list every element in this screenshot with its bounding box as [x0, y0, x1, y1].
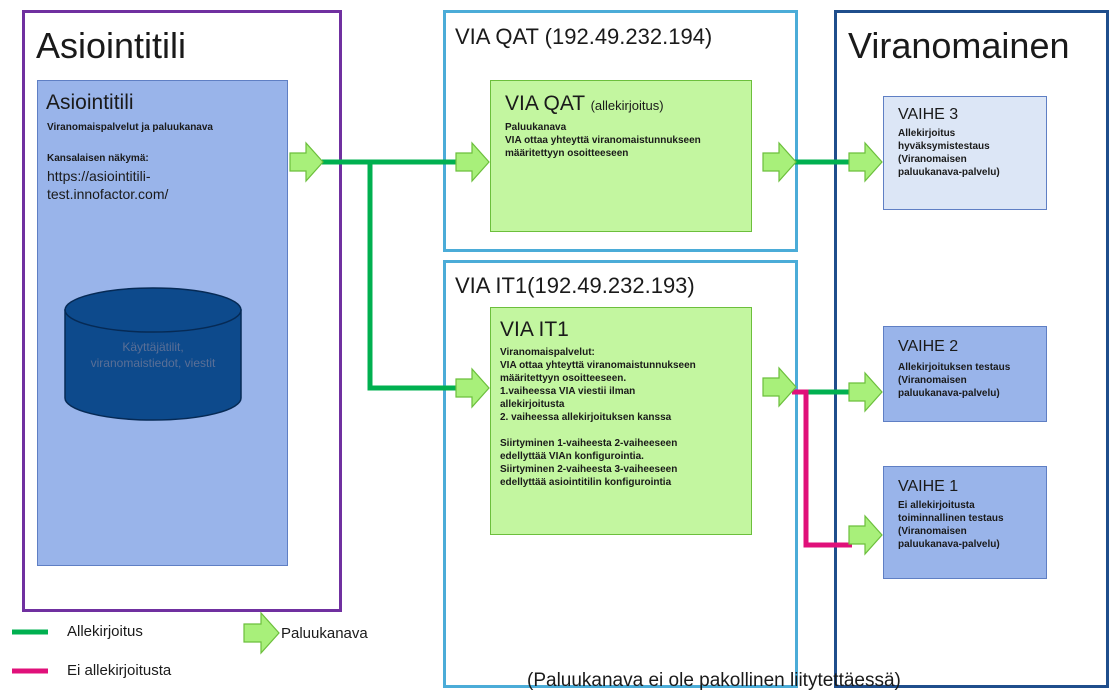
vaihe1-text: Ei allekirjoitusta toiminnallinen testau…	[898, 500, 1004, 550]
via-qat-box-title-small: (allekirjoitus)	[590, 98, 664, 113]
paluukanava-arrow-it1-in	[455, 367, 490, 409]
paluukanava-arrow-qat-out	[762, 141, 797, 183]
citizen-view-label: Kansalaisen näkymä:	[47, 153, 149, 164]
via-it1-frame	[443, 260, 798, 688]
via-qat-frame	[443, 10, 798, 252]
paluukanava-arrow-qat-in	[455, 141, 490, 183]
asiointitili-frame	[22, 10, 342, 612]
paluukanava-arrow-vaihe3	[848, 141, 883, 183]
asiointitili-box-title: Asiointitili	[46, 91, 134, 114]
vaihe2-text: Allekirjoituksen testaus (Viranomaisen p…	[898, 362, 1011, 399]
vaihe1-box	[883, 466, 1047, 579]
via-qat-ip: (192.49.232.194)	[544, 24, 713, 49]
vaihe1-title: VAIHE 1	[898, 478, 959, 495]
paluukanava-arrow-asiointitili	[289, 141, 324, 183]
asiointitili-subtitle: Viranomaispalvelut ja paluukanava	[47, 122, 213, 133]
magenta-connector-line	[792, 389, 852, 548]
via-qat-box-title: VIA QAT (allekirjoitus)	[505, 92, 664, 115]
via-it1-ip: (192.49.232.193)	[527, 273, 695, 298]
green-connector-lines	[322, 159, 852, 395]
asiointitili-title: Asiointitili	[36, 25, 187, 66]
via-it1-box-text: Viranomaispalvelut: VIA ottaa yhteyttä v…	[500, 347, 696, 488]
paluukanava-arrow-vaihe2	[848, 371, 883, 413]
viranomainen-title: Viranomainen	[848, 25, 1070, 66]
via-qat-title: VIA QAT (192.49.232.194)	[455, 26, 712, 48]
via-it1-title: VIA IT1(192.49.232.193)	[455, 275, 695, 297]
via-it1-title-main: VIA IT1	[455, 273, 528, 298]
legend-allekirjoitus: Allekirjoitus	[67, 623, 143, 640]
vaihe2-title: VAIHE 2	[898, 338, 959, 355]
viranomainen-frame	[834, 10, 1109, 688]
via-qat-box	[490, 80, 752, 232]
vaihe3-box	[883, 96, 1047, 210]
database-text: Käyttäjätilit, viranomaistiedot, viestit	[90, 340, 216, 370]
footnote: (Paluukanava ei ole pakollinen liitytett…	[527, 670, 901, 691]
vaihe3-text: Allekirjoitus hyväksymistestaus (Viranom…	[898, 128, 1000, 178]
via-qat-box-title-main: VIA QAT	[505, 92, 591, 115]
vaihe3-title: VAIHE 3	[898, 106, 959, 123]
citizen-view-url: https://asiointitili- test.innofactor.co…	[47, 168, 169, 203]
via-qat-box-text: Paluukanava VIA ottaa yhteyttä viranomai…	[505, 122, 701, 159]
via-it1-box	[490, 307, 752, 535]
via-it1-box-title: VIA IT1	[500, 318, 569, 341]
legend-paluukanava: Paluukanava	[281, 625, 368, 642]
paluukanava-arrow-it1-out	[762, 366, 797, 408]
vaihe2-box	[883, 326, 1047, 422]
via-qat-title-main: VIA QAT	[455, 24, 545, 49]
legend-ei-allekirjoitusta: Ei allekirjoitusta	[67, 662, 172, 679]
legend-paluukanava-arrow	[243, 611, 280, 655]
paluukanava-arrow-vaihe1	[848, 514, 883, 556]
